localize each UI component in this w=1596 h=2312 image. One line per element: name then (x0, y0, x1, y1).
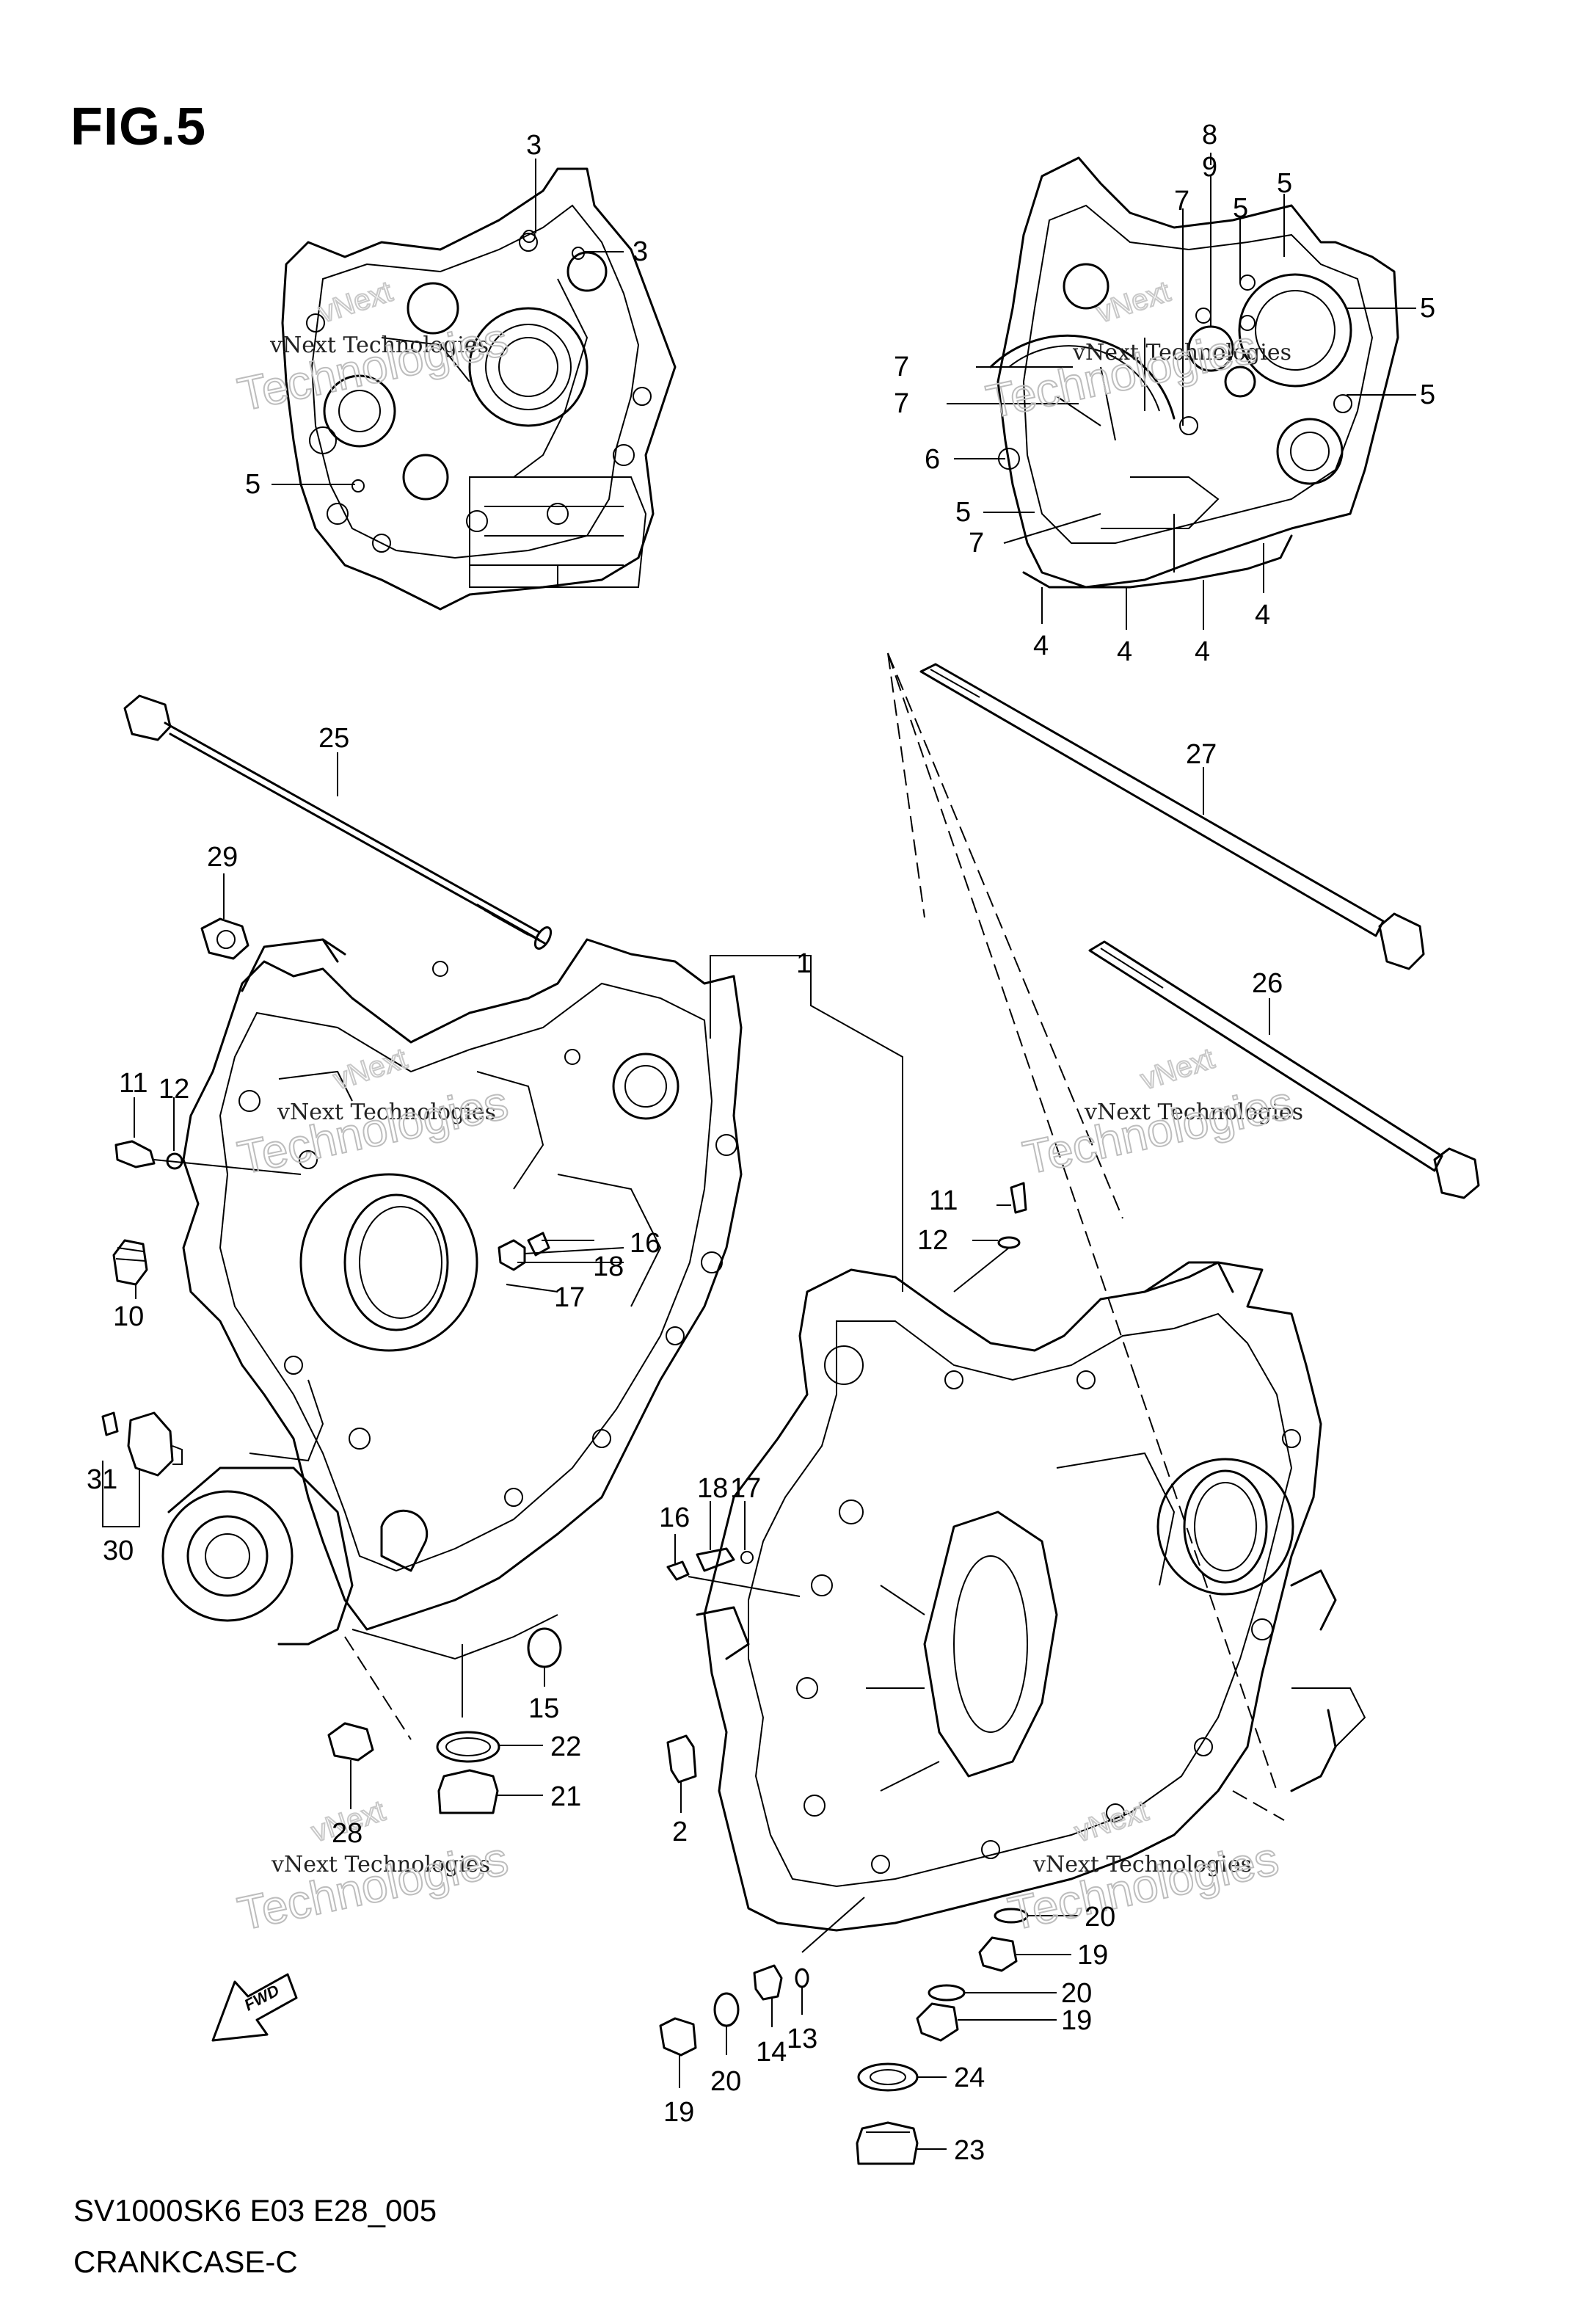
callout-16: 16 (659, 1502, 690, 1533)
long-bolt-26 (1088, 940, 1480, 1199)
callout-4: 4 (1033, 630, 1049, 661)
callout-11: 11 (119, 1068, 147, 1099)
callout-21: 21 (550, 1781, 581, 1812)
callout-17: 17 (730, 1473, 761, 1504)
callout-28: 28 (332, 1818, 362, 1849)
callout-7: 7 (969, 528, 984, 559)
callout-18: 18 (697, 1473, 728, 1504)
callout-12: 12 (158, 1074, 189, 1105)
callout-18: 18 (593, 1251, 624, 1282)
svg-text:Technologies: Technologies (233, 313, 512, 421)
callout-4: 4 (1255, 600, 1270, 630)
figure-title: FIG.5 (70, 98, 207, 156)
model-code: SV1000SK6 E03 E28_005 (73, 2193, 437, 2228)
svg-text:vNext Technologies: vNext Technologies (271, 1852, 490, 1877)
callout-14: 14 (756, 2037, 787, 2068)
callout-3: 3 (526, 130, 542, 161)
svg-text:vNext Technologies: vNext Technologies (1032, 1852, 1252, 1877)
svg-text:vNext Technologies: vNext Technologies (269, 332, 489, 358)
callout-5: 5 (1277, 168, 1292, 199)
callout-1: 1 (796, 948, 812, 979)
svg-text:Technologies: Technologies (233, 1076, 512, 1185)
callout-29: 29 (207, 842, 238, 873)
callout-16: 16 (630, 1228, 660, 1259)
callout-5: 5 (1420, 379, 1435, 410)
callout-5: 5 (955, 497, 971, 528)
callout-25: 25 (318, 723, 349, 754)
callout-27: 27 (1186, 739, 1217, 770)
svg-text:Technologies: Technologies (982, 320, 1261, 429)
callout-2: 2 (672, 1817, 688, 1847)
callout-5: 5 (245, 469, 260, 500)
callout-19: 19 (663, 2097, 694, 2128)
callout-7: 7 (894, 388, 909, 419)
watermark-3: vNext vNext Technologies Technologies (233, 1042, 513, 1185)
callout-8: 8 (1202, 120, 1217, 150)
svg-text:Technologies: Technologies (233, 1832, 512, 1941)
watermark-1: vNext vNext Technologies Technologies (233, 275, 513, 422)
callout-19: 19 (1061, 2005, 1092, 2036)
section-name: CRANKCASE-C (73, 2244, 298, 2279)
watermark-4: vNext vNext Technologies Technologies (1018, 1042, 1303, 1185)
callout-30: 30 (103, 1535, 134, 1566)
long-bolt-27 (919, 663, 1425, 970)
forward-direction-arrow: FWD (211, 1973, 298, 2042)
callout-3: 3 (633, 236, 648, 267)
callout-labels: 3 3 5 8 9 7 5 5 5 5 7 7 6 5 7 4 4 4 4 25… (87, 120, 1435, 2166)
callout-24: 24 (954, 2062, 985, 2093)
callout-4: 4 (1195, 636, 1210, 667)
callout-4: 4 (1117, 636, 1132, 667)
watermark-5: vNext vNext Technologies Technologies (233, 1794, 513, 1941)
callout-26: 26 (1252, 968, 1283, 999)
svg-text:Technologies: Technologies (1004, 1832, 1283, 1941)
small-parts (101, 917, 1029, 2165)
callout-20: 20 (710, 2066, 741, 2097)
callout-11: 11 (929, 1185, 958, 1216)
svg-text:vNext: vNext (315, 275, 396, 329)
svg-text:vNext Technologies: vNext Technologies (1084, 1099, 1303, 1125)
callout-5: 5 (1233, 193, 1248, 224)
callout-15: 15 (528, 1693, 559, 1724)
callout-19: 19 (1077, 1940, 1108, 1971)
callout-23: 23 (954, 2135, 985, 2166)
callout-6: 6 (925, 444, 940, 475)
callout-20: 20 (1061, 1978, 1092, 2009)
callout-5: 5 (1420, 293, 1435, 324)
leader-lines (102, 153, 1416, 2150)
svg-text:vNext: vNext (1093, 275, 1174, 329)
callout-22: 22 (550, 1731, 581, 1762)
callout-9: 9 (1202, 152, 1217, 183)
svg-text:vNext: vNext (329, 1042, 411, 1096)
svg-text:vNext: vNext (1137, 1042, 1218, 1096)
callout-17: 17 (554, 1282, 585, 1313)
callout-12: 12 (917, 1225, 948, 1256)
callout-13: 13 (787, 2024, 817, 2054)
watermark-6: vNext vNext Technologies Technologies (1003, 1794, 1283, 1941)
callout-7: 7 (894, 352, 909, 382)
svg-text:vNext Technologies: vNext Technologies (1072, 340, 1291, 366)
callout-20: 20 (1085, 1902, 1115, 1933)
svg-text:vNext: vNext (1071, 1795, 1152, 1848)
callout-10: 10 (113, 1301, 144, 1332)
svg-text:vNext Technologies: vNext Technologies (277, 1099, 496, 1125)
upper-right-crankcase-half (989, 156, 1399, 589)
callout-31: 31 (87, 1464, 117, 1495)
main-crankcase-left-half (161, 938, 743, 1740)
callout-7: 7 (1174, 186, 1189, 217)
long-bolt-25 (123, 694, 553, 950)
main-crankcase-right-half (696, 1261, 1366, 1932)
